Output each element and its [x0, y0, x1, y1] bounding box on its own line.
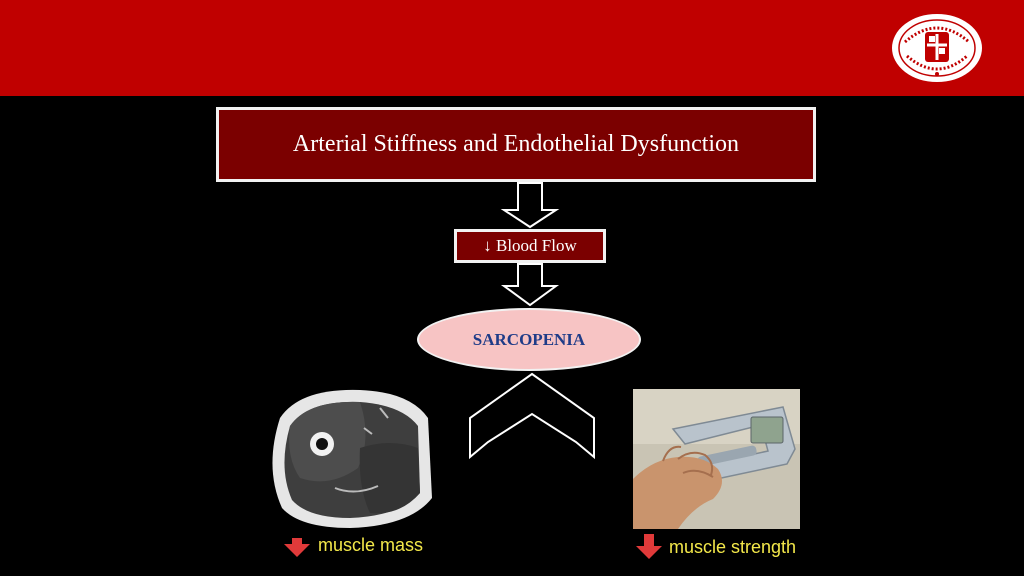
muscle-mass-label: muscle mass: [318, 535, 424, 555]
sarcopenia-text: SARCOPENIA: [472, 329, 586, 349]
down-arrow-icon: [284, 532, 310, 557]
split-arrow: [469, 372, 595, 460]
blood-flow-text: ↓ Blood Flow: [483, 236, 577, 255]
hand-dynamometer-image: [633, 389, 800, 529]
down-arrow-icon: [636, 534, 662, 559]
blood-flow-box: ↓ Blood Flow: [454, 229, 606, 263]
title-box: Arterial Stiffness and Endothelial Dysfu…: [216, 107, 816, 182]
title-text: Arterial Stiffness and Endothelial Dysfu…: [292, 131, 740, 157]
arrow-down-2: [500, 263, 560, 307]
muscle-strength-label: muscle strength: [669, 537, 797, 557]
university-seal-icon: [890, 12, 984, 84]
header-bar: [0, 0, 1024, 96]
arrow-down-1: [500, 182, 560, 229]
mri-thigh-image: [260, 378, 433, 538]
sarcopenia-ellipse: SARCOPENIA: [417, 308, 641, 371]
